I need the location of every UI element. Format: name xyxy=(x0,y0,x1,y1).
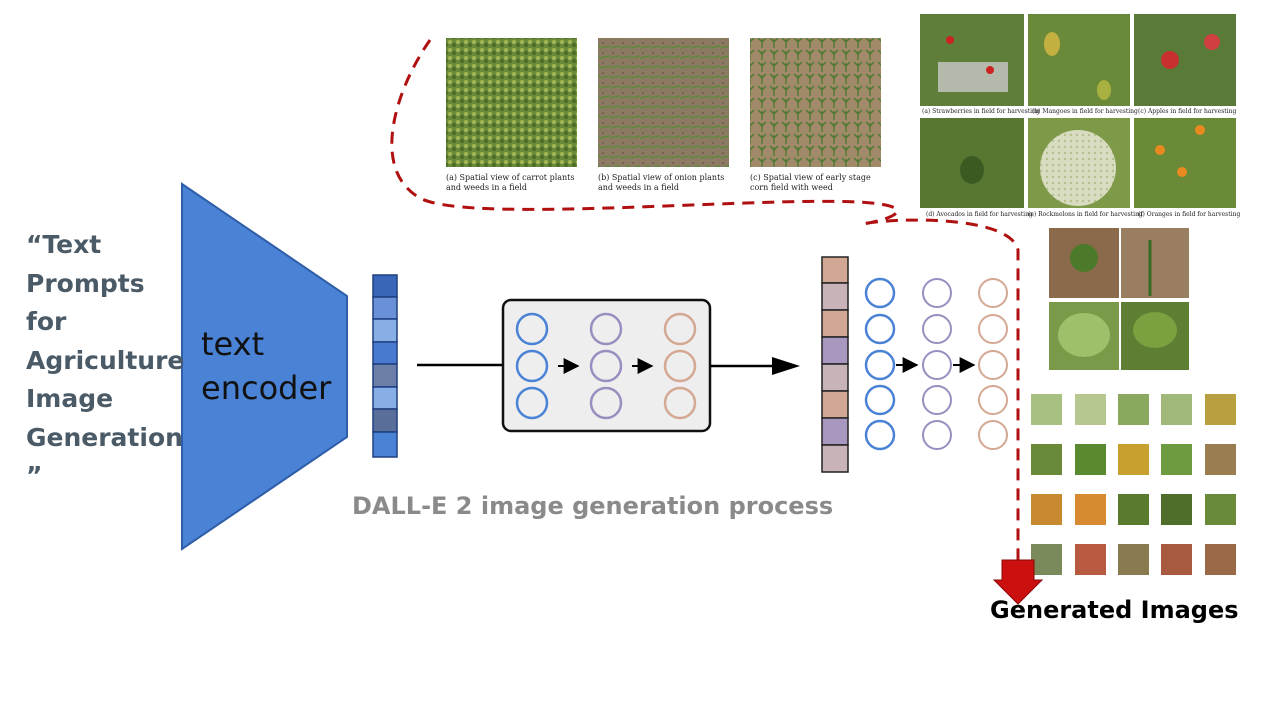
generated-images-grid xyxy=(1031,394,1236,575)
decoder-network xyxy=(864,277,1008,451)
plant-leaf-images xyxy=(1049,228,1189,370)
fruit-image-grid xyxy=(920,14,1236,208)
text-encoder-block xyxy=(181,182,348,551)
fruit-caption-strawberries: (a) Strawberries in field for harvesting xyxy=(922,108,1040,115)
fruit-caption-apples: (c) Apples in field for harvesting xyxy=(1138,108,1237,115)
corn-field-image xyxy=(750,38,881,167)
carrot-field-image xyxy=(446,38,577,167)
fruit-caption-rockmelons: (e) Rockmelons in field for harvesting xyxy=(1028,211,1143,218)
process-label: DALL-E 2 image generation process xyxy=(352,492,834,520)
field-caption-onion: (b) Spatial view of onion plants and wee… xyxy=(598,173,725,192)
prompt-text: “Text Prompts for Agriculture Image Gene… xyxy=(26,230,185,490)
down-arrow-head xyxy=(992,559,1044,605)
fruit-caption-mangoes: (b) Mangoes in field for harvesting xyxy=(1032,108,1138,115)
dashed-connector-arrow xyxy=(390,39,1020,560)
text-embedding-vector xyxy=(372,274,398,458)
field-caption-carrot: (a) Spatial view of carrot plants and we… xyxy=(446,173,575,192)
generated-images-label: Generated Images xyxy=(990,596,1239,624)
fruit-caption-oranges: (f) Oranges in field for harvesting xyxy=(1138,211,1241,218)
encoder-label: text encoder xyxy=(201,325,332,407)
onion-field-image xyxy=(598,38,729,167)
field-caption-corn: (c) Spatial view of early stage corn fie… xyxy=(750,173,871,192)
arrow-to-image-embedding-head xyxy=(772,357,800,375)
prior-network-box xyxy=(501,298,712,433)
image-embedding-vector xyxy=(821,256,849,473)
fruit-caption-avocados: (d) Avocados in field for harvesting xyxy=(926,211,1033,218)
